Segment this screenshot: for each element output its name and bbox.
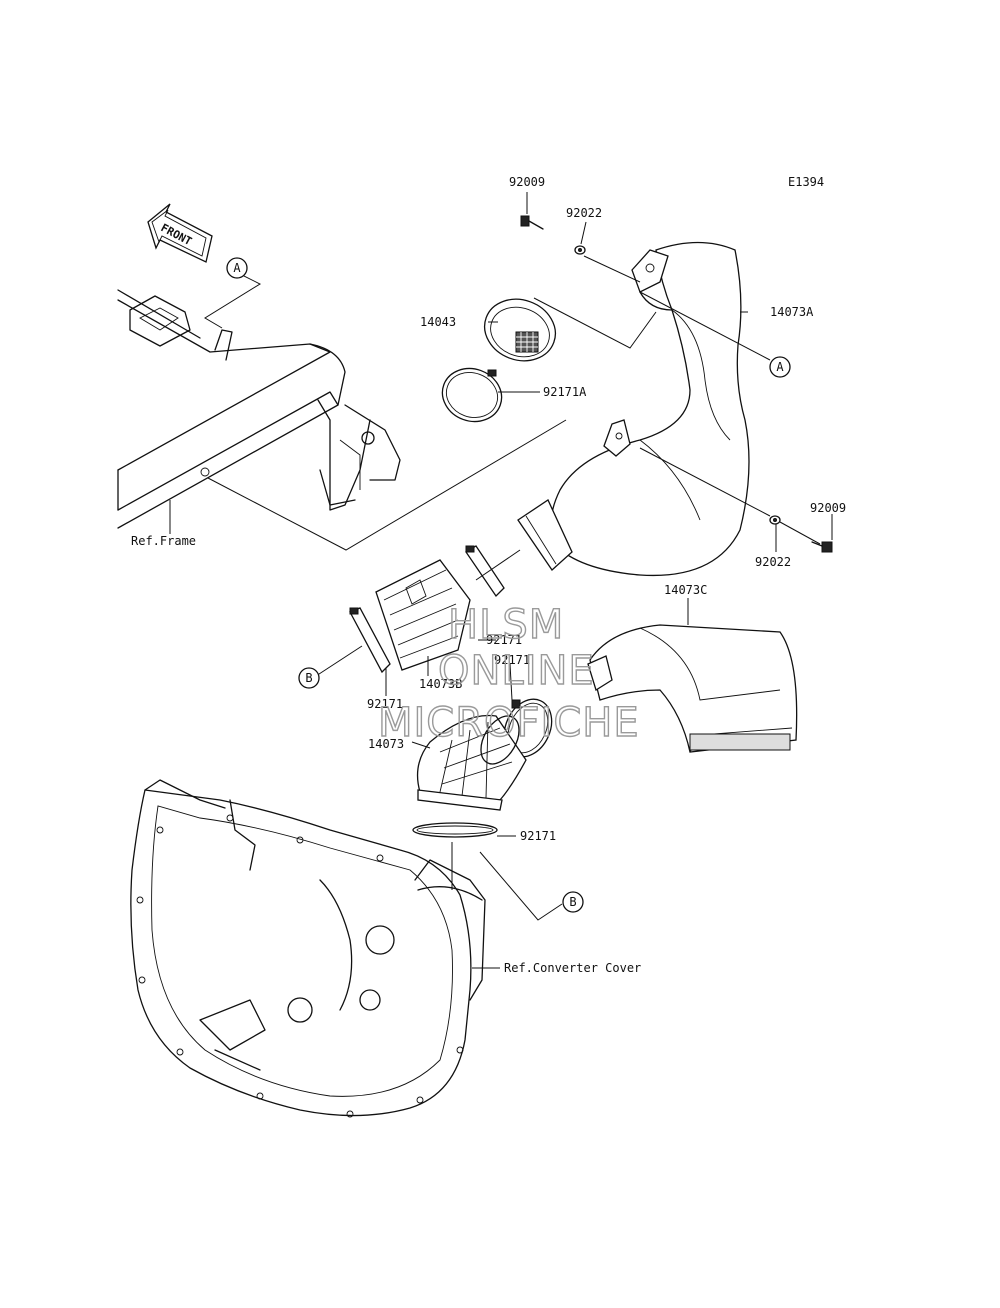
label-duct-a: 14073A bbox=[770, 305, 814, 319]
label-bolt-right: 92009 bbox=[810, 501, 846, 515]
label-duct-b: 14073B bbox=[419, 677, 462, 691]
callout-b-left: B bbox=[298, 667, 320, 689]
watermark-line2: ONLINE bbox=[438, 648, 595, 694]
air-screen-part bbox=[483, 298, 557, 362]
label-clamp-bottom: 92171 bbox=[520, 829, 556, 843]
clamp-strip-right-part bbox=[465, 545, 505, 598]
watermark-line3: MICROFICHE bbox=[378, 700, 640, 746]
front-arrow-icon: FRONT bbox=[147, 203, 213, 263]
label-duct-c: 14073C bbox=[664, 583, 707, 597]
clamp-strip-left-part bbox=[349, 607, 391, 674]
label-bolt-top: 92009 bbox=[509, 175, 545, 189]
label-duct-main: 14073 bbox=[368, 737, 404, 751]
label-clamp-a: 92171A bbox=[543, 385, 587, 399]
label-screen: 14043 bbox=[420, 315, 456, 329]
label-washer-top: 92022 bbox=[566, 206, 602, 220]
washer-right-icon bbox=[769, 515, 781, 525]
watermark: HLSM ONLINE MICROFICHE bbox=[377, 601, 640, 746]
callout-a-top: A bbox=[226, 257, 248, 279]
label-ref-frame: Ref.Frame bbox=[131, 534, 196, 548]
label-clamp-mid1: 92171 bbox=[486, 633, 522, 647]
watermark-line1: HLSM bbox=[448, 602, 564, 648]
label-clamp-left: 92171 bbox=[367, 697, 403, 711]
duct-14073a-part bbox=[517, 241, 750, 577]
label-washer-right: 92022 bbox=[755, 555, 791, 569]
label-ref-converter: Ref.Converter Cover bbox=[504, 961, 641, 975]
frame-assembly bbox=[117, 289, 401, 529]
duct-14073b-part bbox=[375, 559, 471, 671]
clamp-92171a-part bbox=[441, 367, 503, 423]
bolt-top-icon bbox=[520, 215, 544, 230]
diagram-code: E1394 bbox=[788, 175, 824, 189]
washer-top-icon bbox=[574, 245, 586, 255]
leader-lines bbox=[169, 192, 833, 969]
callout-a-right-label: A bbox=[776, 360, 784, 374]
bolt-right-icon bbox=[811, 541, 833, 553]
callout-a-right: A bbox=[769, 356, 791, 378]
callout-a-top-label: A bbox=[233, 261, 241, 275]
label-clamp-mid2: 92171 bbox=[494, 653, 530, 667]
converter-cover-assembly bbox=[130, 779, 486, 1118]
duct-14073-part bbox=[416, 714, 527, 811]
callout-b-bottom-label: B bbox=[569, 895, 576, 909]
screen-mesh-icon bbox=[515, 331, 539, 353]
duct-14073c-part bbox=[587, 624, 798, 753]
clamp-bottom-part bbox=[412, 822, 498, 838]
callout-b-left-label: B bbox=[305, 671, 312, 685]
callout-b-bottom: B bbox=[562, 891, 584, 913]
